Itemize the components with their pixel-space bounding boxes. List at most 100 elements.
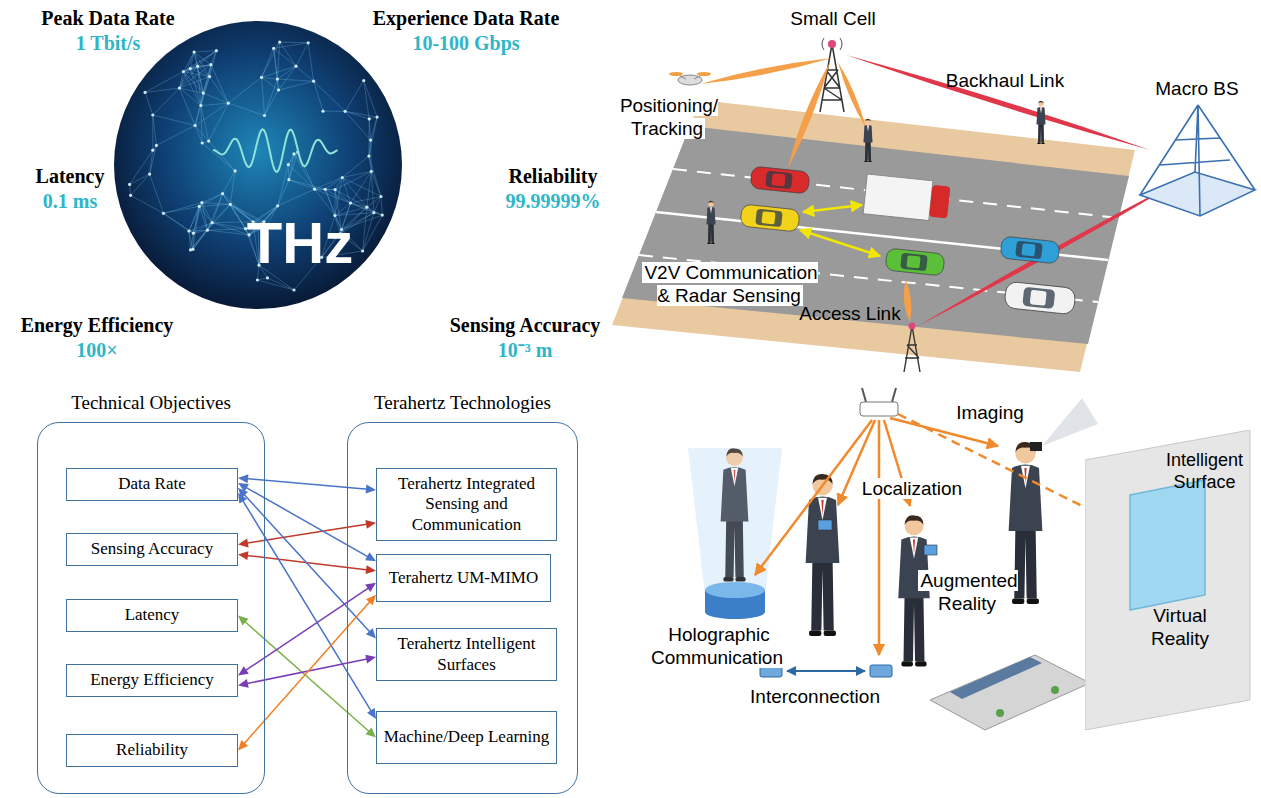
circle-outline-part <box>199 204 230 206</box>
surface-label: Intelligent Surface <box>1157 450 1252 493</box>
interconnection-devices-part <box>870 665 892 677</box>
people-part <box>1030 442 1042 451</box>
kpi-name: Energy Efficiency <box>21 314 174 336</box>
circle-outline-part <box>323 111 345 112</box>
connector <box>238 493 376 719</box>
circle-outline-part <box>363 207 367 251</box>
circle-outline-part <box>278 165 289 206</box>
circle-outline-part <box>244 227 247 230</box>
circle-outline-part <box>164 206 200 213</box>
pedestrians-part <box>1037 101 1046 144</box>
circle-outline-part <box>201 65 211 106</box>
box-label: Data Rate <box>112 474 192 494</box>
circle-outline-part <box>371 171 381 196</box>
circle-outline-part <box>179 69 190 89</box>
circle-outline-part <box>342 178 367 208</box>
hologram-part <box>705 582 765 598</box>
circle-outline-part <box>199 104 202 107</box>
process-box: Sensing Accuracy <box>66 533 238 566</box>
connector <box>238 655 376 688</box>
kpi-name: Reliability <box>509 165 598 187</box>
circle-outline-part <box>260 76 263 79</box>
circle-outline-part <box>129 194 132 197</box>
circle-outline-part <box>287 163 290 166</box>
process-box: Data Rate <box>66 468 238 501</box>
circle-outline-part <box>274 48 296 66</box>
circle-outline-part <box>262 66 297 77</box>
circle-outline-part <box>307 41 310 44</box>
circle-outline-part <box>207 229 245 231</box>
small-cell-tower-part <box>909 323 916 330</box>
access-beam-part <box>788 62 830 168</box>
circle-outline-part <box>192 232 195 235</box>
circle-outline-part <box>145 72 183 93</box>
process-box: Reliability <box>66 734 238 767</box>
circle-outline-part <box>227 102 230 105</box>
v2v-link-part <box>803 205 862 212</box>
circle-outline-part <box>372 211 375 214</box>
circle-outline-part <box>194 51 216 52</box>
arrow-head <box>366 595 376 606</box>
road <box>612 100 1135 372</box>
circle-outline-part <box>289 180 315 190</box>
scene-label: Positioning/ Tracking <box>618 95 718 139</box>
road-part <box>622 126 1129 344</box>
circle-outline-part <box>381 214 384 217</box>
circle-outline-part <box>296 43 308 66</box>
connector-line <box>243 494 370 633</box>
hologram <box>688 448 782 619</box>
circle-outline-part <box>202 143 235 171</box>
circle-outline-part <box>182 70 185 73</box>
box-label: Terahertz Intelligent Surfaces <box>377 634 556 674</box>
circle-outline-part <box>365 206 368 209</box>
wall-outline-part <box>1085 430 1255 431</box>
circle-outline-part <box>193 50 196 53</box>
pedestrians-part <box>864 119 873 162</box>
circle-outline-part <box>272 47 275 50</box>
v2v-link-part <box>800 230 880 256</box>
circle-outline-part <box>321 110 324 113</box>
ar-platform-part <box>996 709 1004 717</box>
circle-outline-part <box>195 126 202 144</box>
circle-outline-part <box>212 194 222 223</box>
surface-wall: Intelligent Surface <box>1085 430 1255 730</box>
arrow-head <box>238 679 249 688</box>
circle-outline-part <box>345 81 364 112</box>
vehicles-part <box>1000 236 1060 264</box>
label-box: 0.1 ms <box>10 189 130 213</box>
connector <box>238 520 376 548</box>
circle-outline-part <box>257 280 294 290</box>
label-box: 10-100 Gbps <box>356 31 576 55</box>
circle-outline-part <box>198 66 201 105</box>
process-box: Latency <box>66 599 238 632</box>
circle-outline-part <box>289 152 298 180</box>
circle-outline-part <box>200 201 203 204</box>
scene-label: Holographic Communication <box>651 624 785 668</box>
circle-outline-part <box>314 81 346 111</box>
router <box>860 388 898 416</box>
label-box: Latency <box>10 164 130 188</box>
label-box: Virtual Reality <box>1140 605 1220 651</box>
arrow-head <box>365 552 376 561</box>
label-box: Energy Efficiency <box>2 313 192 337</box>
kpi-name: Peak Data Rate <box>41 7 174 29</box>
connector <box>238 595 376 751</box>
circle-outline-part <box>207 204 230 230</box>
circle-outline-part <box>369 139 372 142</box>
connector-line <box>244 621 370 732</box>
circle-outline-part <box>183 52 194 72</box>
circle-outline-part <box>342 156 369 177</box>
circle-outline-part <box>274 43 309 49</box>
circle-outline-part <box>189 67 192 70</box>
arrow-head <box>366 485 376 494</box>
kpi-value: 0.1 ms <box>43 190 97 212</box>
box-label: Terahertz UM-MIMO <box>383 568 544 588</box>
circle-outline-part <box>256 278 259 281</box>
vehicles-part <box>885 248 945 276</box>
circle-outline-part <box>179 88 195 125</box>
kpi-value: 99.99999% <box>506 190 601 212</box>
circle-outline-part <box>342 178 350 204</box>
circle-outline-part <box>228 103 264 115</box>
circle-outline-part <box>364 81 370 119</box>
circle-outline-part <box>349 202 352 205</box>
